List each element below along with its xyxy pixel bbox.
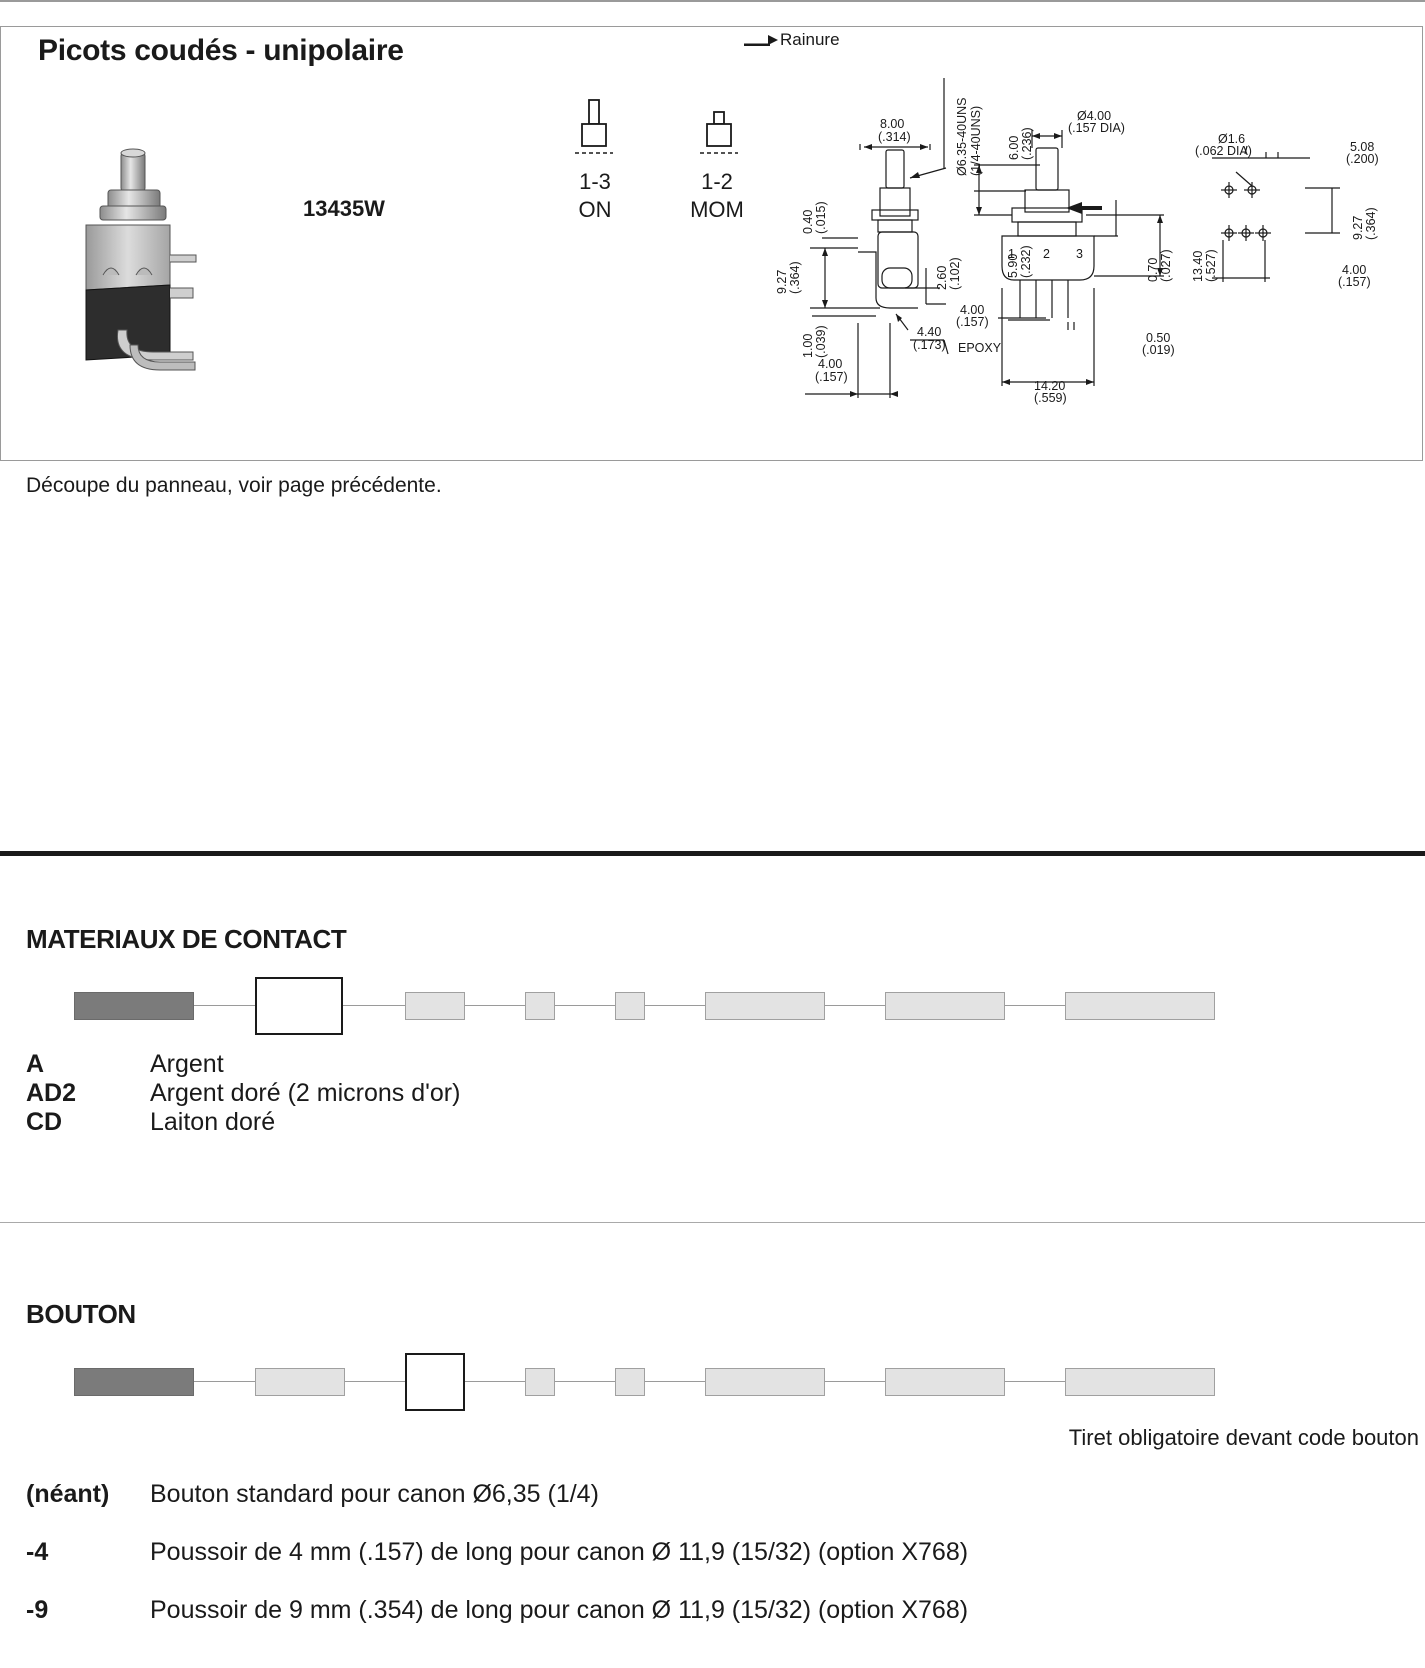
button-code: -9 — [26, 1596, 49, 1624]
code-segment — [705, 992, 825, 1020]
button-code-diagram — [74, 1352, 1234, 1412]
dim-d11i: (.027) — [1159, 249, 1173, 282]
on-mode-label: ON — [578, 197, 612, 222]
rainure-arrow-icon — [744, 35, 778, 46]
dim-d7: 4.00 — [818, 357, 842, 371]
mom-mode-label: MOM — [690, 197, 744, 222]
dim-d13: 4.00 — [960, 303, 984, 317]
switch-photo — [85, 148, 197, 371]
dim-d3: 9.27 — [775, 270, 789, 294]
dim-d14i: (.019) — [1142, 343, 1175, 357]
dim-d2i: (.015) — [814, 201, 828, 234]
dim-d6i: (.173) — [913, 338, 946, 352]
dim-d10: 5.90 — [1006, 254, 1020, 278]
pin-3-label: 3 — [1076, 247, 1083, 261]
button-desc: Poussoir de 9 mm (.354) de long pour can… — [150, 1596, 969, 1624]
top-rule — [0, 0, 1425, 2]
code-segment — [405, 992, 465, 1020]
code-segment — [615, 992, 645, 1020]
on-position-icon — [575, 99, 613, 154]
contact-code-diagram — [74, 976, 1234, 1036]
dim-d17: 5.08 — [1350, 140, 1374, 154]
code-segment-highlighted — [255, 977, 343, 1035]
product-panel — [0, 26, 1423, 461]
on-position-number: 1-3 — [579, 169, 611, 194]
section-divider-thin — [0, 1222, 1425, 1223]
mom-position-number: 1-2 — [701, 169, 733, 194]
dim-d15: 14.20 — [1034, 379, 1065, 393]
part-number: 13435W — [303, 196, 385, 221]
dim-thread2: (1/4-40UNS) — [969, 106, 983, 176]
dim-d10i: (.232) — [1019, 245, 1033, 278]
dim-d17i: (.200) — [1346, 152, 1379, 166]
dim-thread1: Ø6.35-40UNS — [955, 97, 969, 176]
code-segment — [525, 1368, 555, 1396]
code-segment — [1065, 992, 1215, 1020]
dim-epoxy: EPOXY — [958, 341, 1002, 355]
code-segment — [705, 1368, 825, 1396]
button-desc: Poussoir de 4 mm (.157) de long pour can… — [150, 1538, 969, 1566]
dim-d2: 0.40 — [801, 210, 815, 234]
code-segment-highlighted — [405, 1353, 465, 1411]
dim-d7i: (.157) — [815, 370, 848, 384]
button-title: BOUTON — [26, 1299, 136, 1329]
contact-desc: Argent — [150, 1050, 224, 1078]
tiret-note: Tiret obligatoire devant code bouton — [1068, 1425, 1419, 1450]
dim-d12: 13.40 — [1191, 251, 1205, 282]
dim-d9i: (.236) — [1020, 127, 1034, 160]
contact-desc: Argent doré (2 microns d'or) — [150, 1079, 461, 1107]
dim-d9: 6.00 — [1007, 136, 1021, 160]
dim-d5i: (.039) — [814, 325, 828, 358]
contact-desc: Laiton doré — [150, 1108, 276, 1136]
dim-d12i: (.527) — [1204, 249, 1218, 282]
dim-d18: 9.27 — [1351, 216, 1365, 240]
dim-d19i: (.157) — [1338, 275, 1371, 289]
code-segment — [885, 992, 1005, 1020]
dim-d15i: (.559) — [1034, 391, 1067, 405]
contact-code: AD2 — [26, 1079, 77, 1107]
contact-materials-title: MATERIAUX DE CONTACT — [26, 924, 347, 954]
code-segment — [255, 1368, 345, 1396]
dim-d4i: (.102) — [948, 257, 962, 290]
cutout-note: Découpe du panneau, voir page précédente… — [26, 474, 442, 497]
rainure-label: Rainure — [780, 30, 840, 49]
code-segment — [1065, 1368, 1215, 1396]
dim-d16i: (.062 DIA) — [1195, 144, 1252, 158]
contact-code: A — [26, 1050, 45, 1078]
dim-d6: 4.40 — [917, 325, 941, 339]
dim-d18i: (.364) — [1364, 207, 1378, 240]
code-segment — [525, 992, 555, 1020]
dim-d1: 8.00 — [880, 117, 904, 131]
dim-d16: Ø1.6 — [1218, 132, 1245, 146]
pin-1-label: 1 — [1008, 247, 1015, 261]
dim-d4: 2.60 — [935, 266, 949, 290]
code-segment — [74, 1368, 194, 1396]
contact-code: CD — [26, 1108, 63, 1136]
pin-2-label: 2 — [1043, 247, 1050, 261]
section-divider — [0, 851, 1425, 856]
code-segment — [615, 1368, 645, 1396]
dim-d19: 4.00 — [1342, 263, 1366, 277]
dim-d3i: (.364) — [788, 261, 802, 294]
mom-position-icon — [700, 111, 738, 154]
code-segment — [74, 992, 194, 1020]
dim-d14: 0.50 — [1146, 331, 1170, 345]
dim-d13i: (.157) — [956, 315, 989, 329]
button-code: -4 — [26, 1538, 49, 1566]
dim-d5: 1.00 — [801, 334, 815, 358]
product-title: Picots coudés - unipolaire — [38, 34, 404, 67]
button-code: (néant) — [26, 1480, 110, 1508]
dimension-drawing: 8.00 (.314) Ø6.35-40UNS (1/4-40UNS) 0.40… — [775, 78, 1379, 405]
dim-d8: Ø4.00 — [1077, 109, 1111, 123]
dim-d1i: (.314) — [878, 130, 911, 144]
dim-d8i: (.157 DIA) — [1068, 121, 1125, 135]
button-desc: Bouton standard pour canon Ø6,35 (1/4) — [150, 1480, 599, 1508]
code-segment — [885, 1368, 1005, 1396]
dim-d11: 0.70 — [1146, 258, 1160, 282]
